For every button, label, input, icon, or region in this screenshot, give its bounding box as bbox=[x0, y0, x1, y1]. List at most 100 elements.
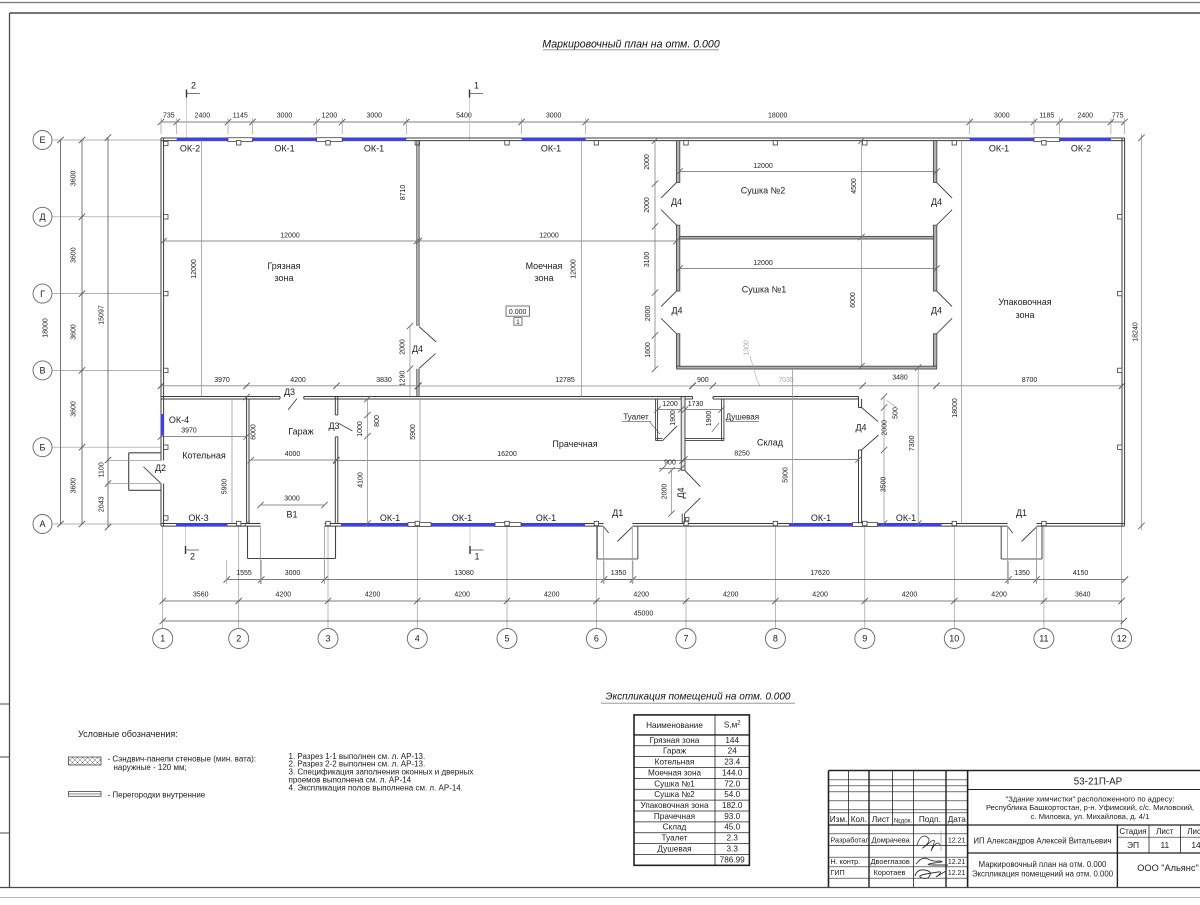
svg-text:1900: 1900 bbox=[670, 410, 677, 426]
svg-text:Душевая: Душевая bbox=[657, 844, 691, 853]
svg-text:5: 5 bbox=[504, 634, 509, 644]
svg-text:В1: В1 bbox=[286, 510, 297, 520]
svg-text:53-21П-АР: 53-21П-АР bbox=[1074, 777, 1123, 788]
svg-text:5900: 5900 bbox=[222, 479, 229, 495]
svg-text:8250: 8250 bbox=[734, 451, 750, 458]
svg-text:- Сэндвич-панели стеновые (мин: - Сэндвич-панели стеновые (мин. вата): bbox=[108, 755, 257, 764]
svg-text:4200: 4200 bbox=[991, 592, 1007, 599]
svg-text:3600: 3600 bbox=[71, 247, 78, 263]
svg-text:Д4: Д4 bbox=[931, 197, 942, 207]
svg-text:12000: 12000 bbox=[753, 163, 773, 170]
svg-text:2: 2 bbox=[236, 634, 241, 644]
svg-text:ОК-3: ОК-3 bbox=[188, 513, 208, 523]
svg-text:Гараж: Гараж bbox=[288, 427, 313, 437]
svg-text:- Перегородки внутренние: - Перегородки внутренние bbox=[108, 791, 206, 800]
svg-text:1185: 1185 bbox=[1039, 113, 1054, 120]
svg-text:Упаковочная: Упаковочная bbox=[998, 297, 1051, 307]
svg-text:Д4: Д4 bbox=[676, 487, 686, 498]
svg-text:3640: 3640 bbox=[1075, 592, 1091, 599]
svg-text:45.0: 45.0 bbox=[724, 823, 740, 832]
svg-text:Сушка №2: Сушка №2 bbox=[741, 186, 786, 196]
svg-text:12.21: 12.21 bbox=[948, 859, 966, 866]
svg-text:1100: 1100 bbox=[99, 462, 106, 477]
svg-text:900: 900 bbox=[697, 377, 709, 384]
svg-text:зона: зона bbox=[534, 273, 553, 283]
svg-text:ИП Александров Алексей Виталье: ИП Александров Алексей Витальевич bbox=[973, 837, 1111, 846]
svg-text:54.0: 54.0 bbox=[724, 790, 740, 799]
svg-text:17620: 17620 bbox=[810, 570, 830, 577]
svg-text:3000: 3000 bbox=[366, 113, 382, 120]
svg-text:3600: 3600 bbox=[71, 171, 78, 187]
svg-text:зона: зона bbox=[1015, 310, 1034, 320]
svg-text:Д: Д bbox=[39, 212, 45, 222]
svg-text:4200: 4200 bbox=[276, 592, 292, 599]
svg-text:Сушка №1: Сушка №1 bbox=[654, 779, 695, 788]
svg-text:ОК-1: ОК-1 bbox=[811, 513, 831, 523]
svg-text:Склад: Склад bbox=[757, 438, 784, 448]
svg-text:1200: 1200 bbox=[662, 401, 678, 408]
svg-text:2000: 2000 bbox=[644, 154, 651, 170]
svg-text:6000: 6000 bbox=[251, 424, 258, 440]
svg-text:13080: 13080 bbox=[454, 570, 474, 577]
svg-text:4200: 4200 bbox=[902, 592, 918, 599]
svg-text:2. Разрез 2-2 выполнен см. л.: 2. Разрез 2-2 выполнен см. л. АР-13. bbox=[289, 760, 426, 769]
svg-text:12000: 12000 bbox=[539, 233, 559, 240]
svg-text:12: 12 bbox=[1117, 634, 1127, 644]
svg-text:3000: 3000 bbox=[994, 113, 1010, 120]
svg-text:2000: 2000 bbox=[662, 484, 669, 500]
svg-text:1730: 1730 bbox=[688, 401, 704, 408]
svg-text:3000: 3000 bbox=[546, 113, 562, 120]
svg-text:Грязная: Грязная bbox=[267, 261, 300, 271]
svg-text:18000: 18000 bbox=[768, 113, 788, 120]
svg-text:2000: 2000 bbox=[882, 420, 889, 436]
svg-text:7: 7 bbox=[683, 634, 688, 644]
svg-text:4500: 4500 bbox=[851, 178, 858, 194]
svg-text:ГИП: ГИП bbox=[831, 868, 845, 877]
svg-text:8710: 8710 bbox=[400, 185, 407, 201]
svg-text:1: 1 bbox=[160, 634, 165, 644]
svg-text:72.0: 72.0 bbox=[724, 779, 740, 788]
svg-text:Сушка №2: Сушка №2 bbox=[654, 790, 695, 799]
svg-text:93.0: 93.0 bbox=[724, 812, 740, 821]
svg-text:Д4: Д4 bbox=[855, 423, 866, 433]
svg-text:ОК-1: ОК-1 bbox=[452, 513, 472, 523]
svg-text:Гараж: Гараж bbox=[663, 747, 687, 756]
svg-text:Лист: Лист bbox=[1156, 827, 1174, 836]
svg-text:4200: 4200 bbox=[812, 592, 828, 599]
svg-text:3600: 3600 bbox=[71, 401, 78, 417]
svg-text:№док.: №док. bbox=[894, 818, 913, 825]
svg-text:3970: 3970 bbox=[181, 428, 197, 435]
svg-text:А: А bbox=[39, 519, 45, 529]
svg-text:5900: 5900 bbox=[410, 424, 417, 440]
svg-text:Лист: Лист bbox=[872, 815, 890, 824]
svg-text:4200: 4200 bbox=[633, 592, 649, 599]
svg-text:12000: 12000 bbox=[280, 233, 300, 240]
svg-text:Прачечная: Прачечная bbox=[654, 812, 695, 821]
svg-text:ОК-4: ОК-4 bbox=[169, 415, 189, 425]
svg-text:ЭП: ЭП bbox=[1127, 840, 1139, 850]
svg-text:Экспликация помещений на отм.: Экспликация помещений на отм. 0.000 bbox=[972, 869, 1114, 878]
svg-text:3000: 3000 bbox=[277, 113, 293, 120]
svg-text:ОК-1: ОК-1 bbox=[541, 144, 561, 154]
svg-text:2400: 2400 bbox=[1077, 113, 1093, 120]
svg-text:4200: 4200 bbox=[290, 377, 306, 384]
svg-text:3600: 3600 bbox=[71, 478, 78, 494]
svg-text:Домрачева: Домрачева bbox=[872, 835, 911, 844]
svg-text:Маркировочный план на отм. 0.0: Маркировочный план на отм. 0.000 bbox=[542, 39, 720, 51]
svg-text:Стадия: Стадия bbox=[1119, 827, 1146, 836]
svg-text:Условные обозначения:: Условные обозначения: bbox=[78, 729, 178, 739]
svg-text:3. Спецификация заполнения око: 3. Спецификация заполнения оконных и две… bbox=[289, 768, 474, 777]
svg-text:1900: 1900 bbox=[706, 411, 713, 427]
svg-text:45000: 45000 bbox=[634, 611, 654, 618]
svg-text:8700: 8700 bbox=[1022, 377, 1038, 384]
svg-text:4200: 4200 bbox=[544, 592, 560, 599]
svg-text:1600: 1600 bbox=[645, 342, 652, 358]
svg-text:проемов выполнена см. л. АР-14: проемов выполнена см. л. АР-14 bbox=[289, 776, 412, 785]
svg-text:5900: 5900 bbox=[783, 467, 790, 483]
svg-text:3: 3 bbox=[325, 634, 330, 644]
svg-text:15097: 15097 bbox=[99, 305, 106, 325]
svg-text:Лист: Лист bbox=[1187, 827, 1200, 836]
svg-text:В: В bbox=[39, 366, 45, 376]
svg-text:Е: Е bbox=[39, 135, 45, 145]
svg-text:Разработал: Разработал bbox=[831, 835, 870, 844]
